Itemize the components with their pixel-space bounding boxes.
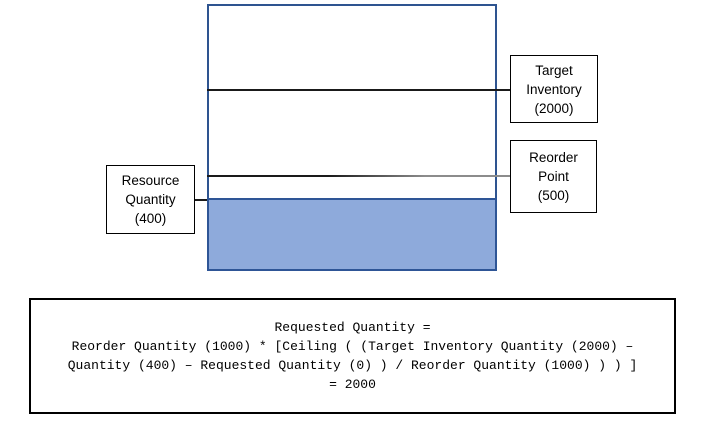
resource-quantity-label-box: Resource Quantity (400) — [106, 165, 195, 234]
target-inventory-label-line: Inventory — [526, 81, 582, 97]
formula-line: Reorder Quantity (1000) * [Ceiling ( (Ta… — [71, 339, 634, 354]
target-inventory-level-line — [207, 89, 510, 91]
reorder-point-level-line — [207, 175, 510, 177]
resource-quantity-fill — [207, 198, 497, 271]
target-inventory-label-box: Target Inventory (2000) — [510, 55, 598, 123]
requested-quantity-formula-box: Requested Quantity = Reorder Quantity (1… — [29, 298, 676, 414]
reorder-point-label-line: Reorder — [529, 150, 578, 165]
reorder-point-label-box: Reorder Point (500) — [510, 140, 597, 213]
formula-line: Quantity (400) – Requested Quantity (0) … — [67, 358, 638, 373]
formula-line: Requested Quantity = — [274, 320, 431, 335]
target-inventory-label-value: (2000) — [534, 100, 574, 116]
resource-quantity-label-line: Quantity — [125, 192, 176, 207]
resource-quantity-label-value: (400) — [134, 211, 167, 226]
resource-quantity-connector-line — [193, 199, 209, 201]
reorder-point-label-line: Point — [538, 169, 569, 184]
formula-line: = 2000 — [329, 377, 376, 392]
reorder-point-label-value: (500) — [537, 188, 570, 203]
resource-quantity-label-line: Resource — [121, 173, 180, 188]
target-inventory-label-line: Target — [535, 62, 573, 78]
